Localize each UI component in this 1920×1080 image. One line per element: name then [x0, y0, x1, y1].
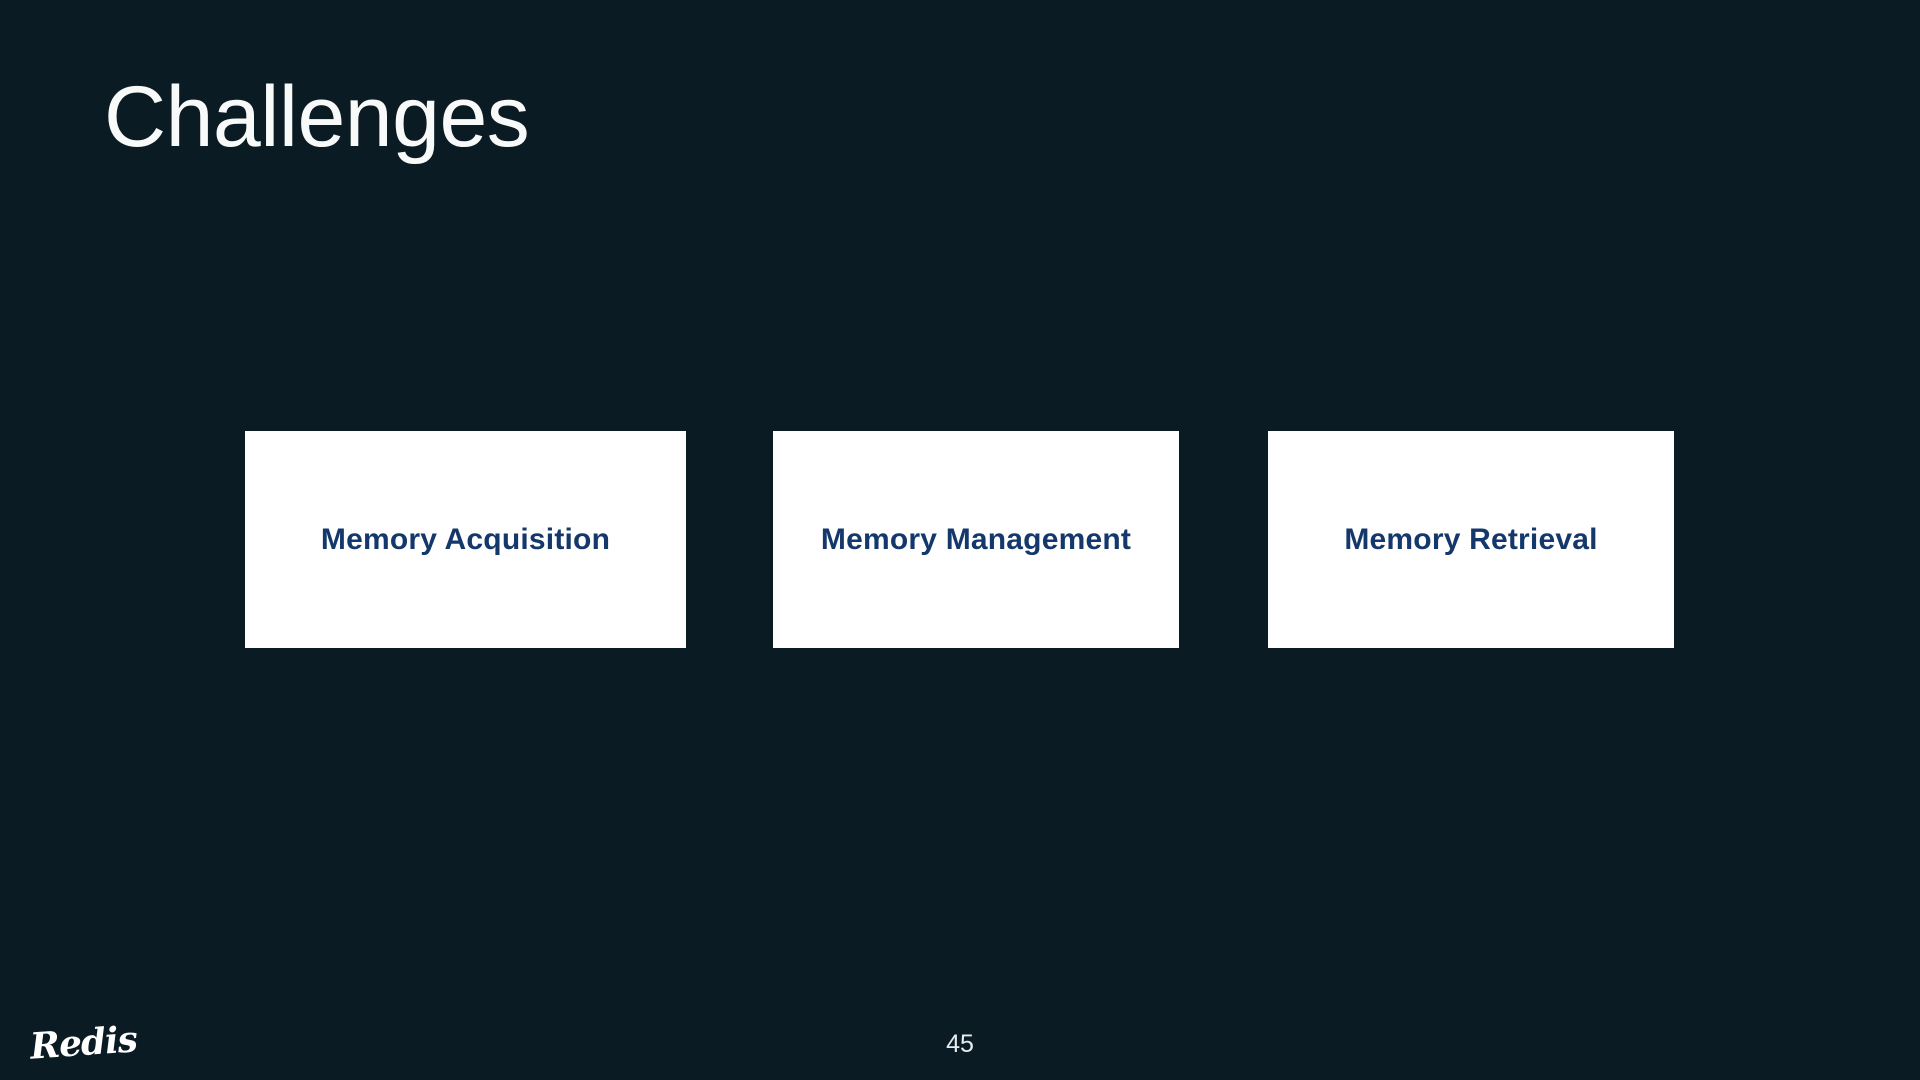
challenge-box-label: Memory Management — [820, 522, 1132, 556]
challenge-box-memory-acquisition: Memory Acquisition — [245, 431, 686, 648]
challenge-box-memory-management: Memory Management — [773, 431, 1179, 648]
redis-logo: Redis — [28, 1018, 139, 1068]
slide-title: Challenges — [104, 69, 530, 165]
page-number: 45 — [946, 1030, 974, 1058]
challenge-boxes-row: Memory Acquisition Memory Management Mem… — [0, 431, 1920, 648]
challenge-box-label: Memory Retrieval — [1344, 522, 1598, 556]
challenge-box-memory-retrieval: Memory Retrieval — [1268, 431, 1674, 648]
challenge-box-label: Memory Acquisition — [320, 522, 611, 556]
